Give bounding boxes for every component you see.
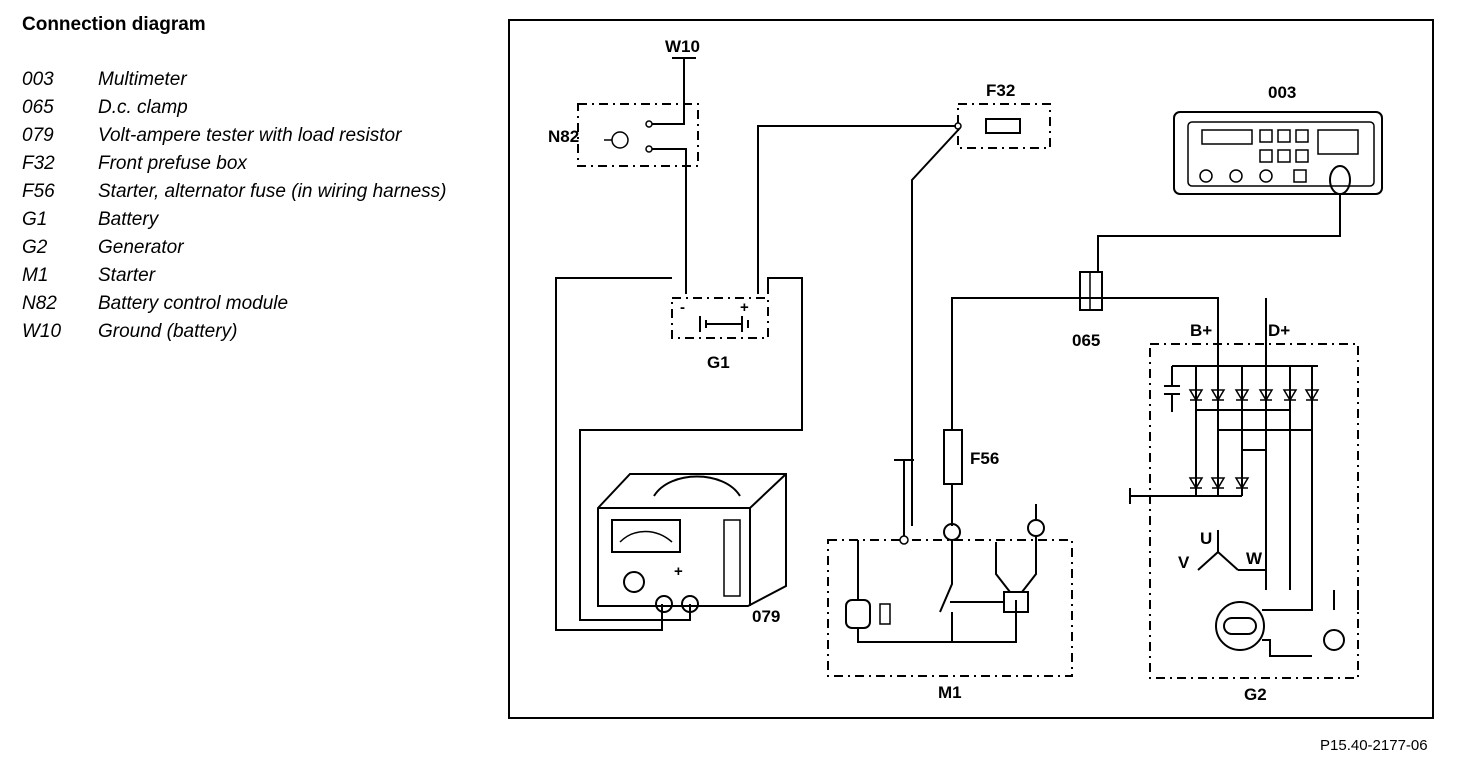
regulator-icon <box>1323 629 1345 651</box>
legend-item: G2 Generator <box>22 234 492 262</box>
starter-m1: M1 <box>827 459 1073 702</box>
legend-item: G1 Battery <box>22 206 492 234</box>
battery-control-module-n82: N82 <box>548 103 699 294</box>
fuse-f56: F56 <box>943 297 1219 526</box>
label-f32: F32 <box>986 81 1015 100</box>
sensor-icon <box>611 131 629 149</box>
legend-description: D.c. clamp <box>98 97 188 118</box>
legend: Connection diagram 003 Multimeter 065 D.… <box>22 14 492 346</box>
display-icon <box>1317 129 1359 155</box>
legend-title: Connection diagram <box>22 14 206 35</box>
legend-item: 065 D.c. clamp <box>22 94 492 122</box>
label-m1: M1 <box>938 683 962 702</box>
legend-code: N82 <box>22 293 57 314</box>
rotor-icon <box>1215 601 1265 651</box>
legend-item: 079 Volt-ampere tester with load resisto… <box>22 122 492 150</box>
legend-code: F56 <box>22 181 55 202</box>
legend-item: W10 Ground (battery) <box>22 318 492 346</box>
ground-w10: W10 <box>665 37 700 104</box>
label-w10: W10 <box>665 37 700 56</box>
label-n82: N82 <box>548 127 579 146</box>
knob-icon <box>623 571 645 593</box>
legend-description: Ground (battery) <box>98 321 238 342</box>
legend-description: Front prefuse box <box>98 153 247 174</box>
legend-code: 079 <box>22 125 54 146</box>
tester-plus-sign: + <box>674 563 683 580</box>
legend-description: Battery control module <box>98 293 289 314</box>
legend-item: N82 Battery control module <box>22 290 492 318</box>
legend-description: Generator <box>98 237 184 258</box>
multimeter-003: 003 <box>1097 83 1383 272</box>
front-prefuse-box-f32: F32 <box>757 81 1051 526</box>
legend-description: Starter, alternator fuse (in wiring harn… <box>98 181 447 202</box>
label-phase-w: W <box>1246 549 1263 568</box>
fuse-icon <box>985 118 1021 134</box>
generator-g2: G2 B+ D+ U V W <box>1129 298 1359 704</box>
motor-icon <box>845 599 871 629</box>
label-g1: G1 <box>707 353 730 372</box>
diagram-frame <box>508 19 1434 719</box>
legend-code: 065 <box>22 97 54 118</box>
label-phase-v: V <box>1178 553 1190 572</box>
legend-code: G2 <box>22 237 48 258</box>
legend-description: Starter <box>98 265 156 286</box>
battery-plus-sign: + <box>740 299 749 316</box>
volt-ampere-tester-079: + 079 <box>597 473 787 626</box>
label-003: 003 <box>1268 83 1296 102</box>
label-f56: F56 <box>970 449 999 468</box>
legend-item: F56 Starter, alternator fuse (in wiring … <box>22 178 492 206</box>
legend-code: G1 <box>22 209 48 230</box>
legend-description: Battery <box>98 209 159 230</box>
legend-item: M1 Starter <box>22 262 492 290</box>
label-g2: G2 <box>1244 685 1267 704</box>
legend-code: 003 <box>22 69 54 90</box>
legend-code: W10 <box>22 321 62 342</box>
battery-minus-sign: - <box>680 299 685 316</box>
label-b-plus: B+ <box>1190 321 1212 340</box>
legend-item: 003 Multimeter <box>22 66 492 94</box>
label-phase-u: U <box>1200 529 1212 548</box>
legend-description: Volt-ampere tester with load resistor <box>98 125 402 146</box>
diagram-reference: P15.40-2177-06 <box>1320 737 1428 754</box>
battery-g1: - + G1 <box>555 277 803 631</box>
gauge-icon <box>611 519 681 553</box>
label-d-plus: D+ <box>1268 321 1290 340</box>
legend-code: M1 <box>22 265 49 286</box>
label-079: 079 <box>752 607 780 626</box>
label-065: 065 <box>1072 331 1100 350</box>
legend-code: F32 <box>22 153 55 174</box>
dc-clamp-065: 065 <box>1072 271 1103 350</box>
legend-item: F32 Front prefuse box <box>22 150 492 178</box>
legend-description: Multimeter <box>98 69 187 90</box>
